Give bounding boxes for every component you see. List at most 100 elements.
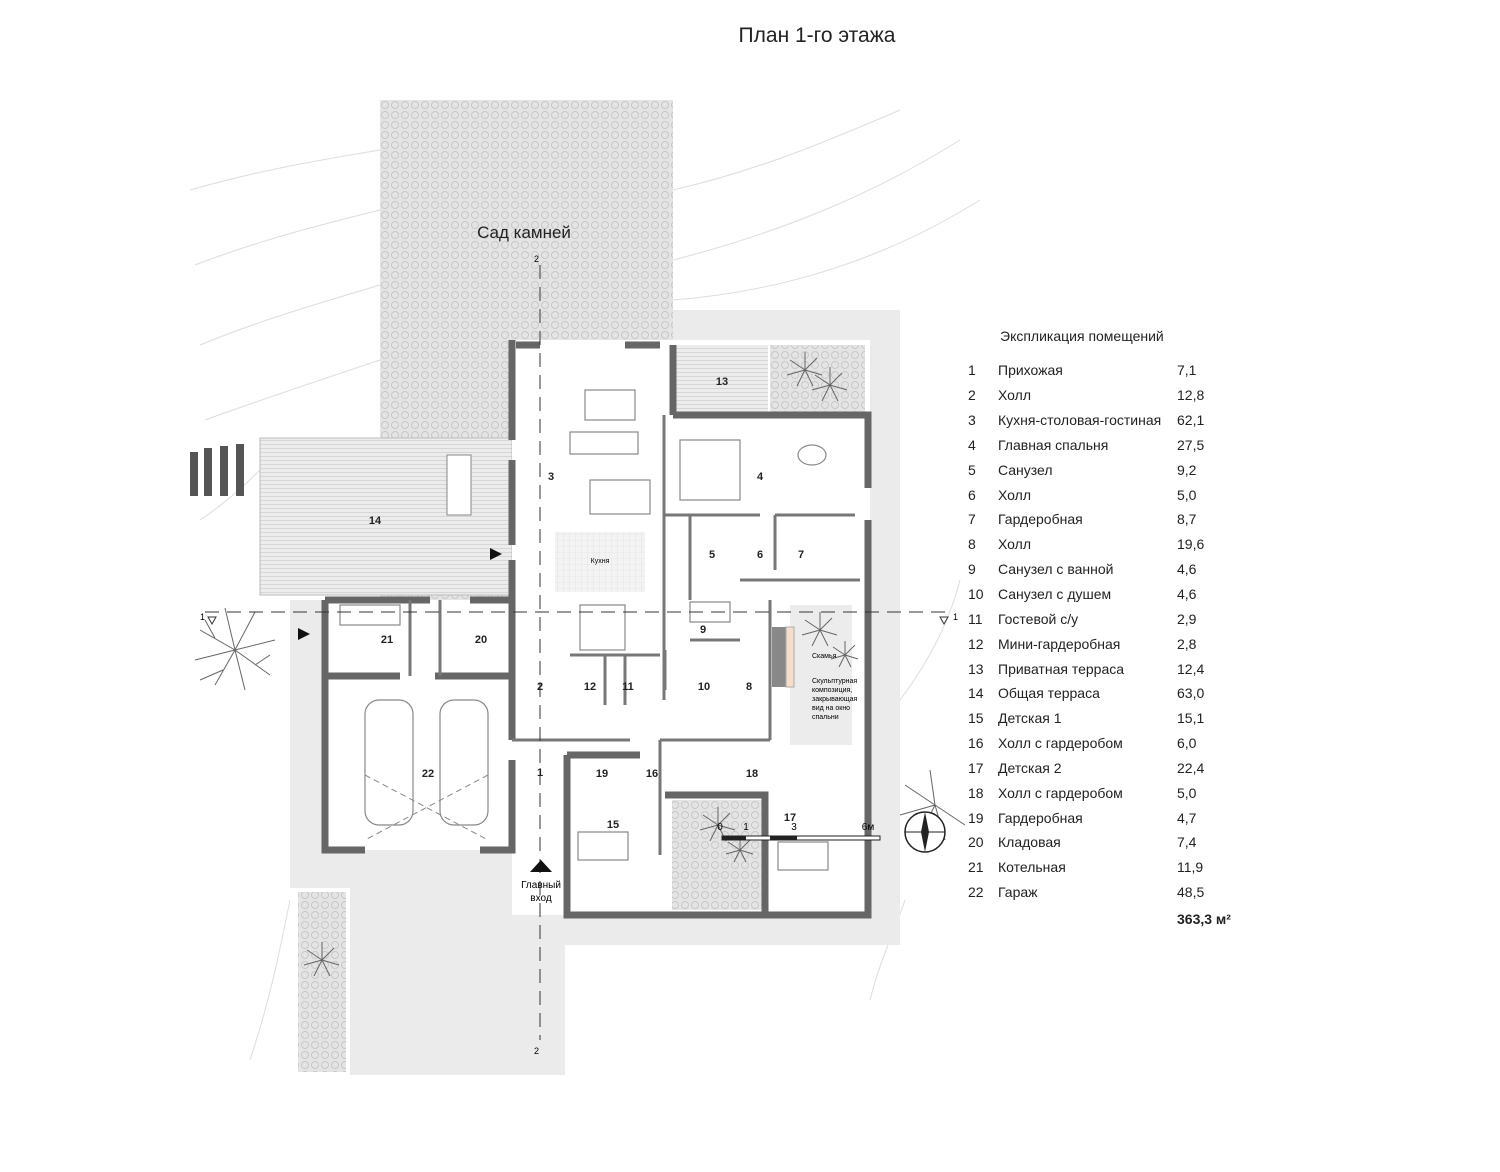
bench-label: Скамья: [812, 653, 837, 660]
patio-garden-3: [790, 605, 852, 745]
legend-total: 363,3 м²: [1177, 910, 1231, 927]
svg-text:17: 17: [784, 812, 796, 824]
legend-area: 15,1: [1177, 710, 1205, 727]
svg-text:композиция,: композиция,: [812, 687, 852, 694]
legend-name: Детская 2: [998, 759, 1062, 776]
patio-garden-1: [770, 345, 865, 415]
sofa: [569, 431, 639, 455]
legend-name: Санузел с душем: [998, 586, 1112, 603]
svg-text:15: 15: [607, 819, 619, 831]
svg-text:18: 18: [746, 768, 758, 780]
dining-table: [589, 479, 651, 515]
legend-name: Гостевой с/у: [998, 610, 1079, 627]
svg-text:11: 11: [622, 681, 634, 693]
svg-text:1: 1: [743, 822, 749, 833]
svg-text:16: 16: [646, 768, 658, 780]
kitchen-label: Кухня: [591, 558, 610, 565]
legend-num: 4: [968, 436, 976, 453]
legend-name: Холл: [998, 486, 1031, 503]
svg-text:5: 5: [709, 549, 715, 561]
legend-name: Гардеробная: [998, 511, 1083, 528]
svg-text:3: 3: [791, 822, 797, 833]
svg-text:Скульптурная: Скульптурная: [812, 678, 857, 685]
sculpture-note: Скульптурная композиция, закрывающая вид…: [812, 678, 858, 721]
legend-name: Кладовая: [998, 834, 1061, 851]
section-arrow-icons: [207, 616, 949, 626]
car-2: [439, 699, 489, 826]
svg-text:10: 10: [698, 681, 710, 693]
legend-num: 9: [968, 561, 976, 578]
svg-text:7: 7: [798, 549, 804, 561]
legend-area: 22,4: [1177, 759, 1205, 776]
svg-text:3: 3: [548, 471, 554, 483]
legend-num: 13: [968, 660, 984, 677]
legend-name: Санузел с ванной: [998, 561, 1114, 578]
room-numbers: 1 2 3 4 5 6 7 8 9 10 11 12 13 14 15 16 1…: [369, 376, 804, 831]
legend-name: Гараж: [998, 884, 1038, 901]
hedge: [298, 892, 346, 1072]
legend-num: 14: [968, 685, 984, 702]
plan-title: План 1-го этажа: [738, 24, 896, 47]
legend-num: 1: [968, 362, 976, 379]
legend-area: 63,0: [1177, 685, 1205, 702]
svg-text:19: 19: [596, 768, 608, 780]
legend-num: 15: [968, 710, 984, 727]
legend-num: 6: [968, 486, 976, 503]
bed-master: [679, 439, 741, 501]
svg-text:21: 21: [381, 634, 393, 646]
svg-text:0: 0: [717, 822, 723, 833]
legend-area: 9,2: [1177, 461, 1197, 478]
kitchen-floor: [555, 532, 645, 592]
legend-area: 2,8: [1177, 635, 1197, 652]
garden-label: Сад камней: [477, 223, 571, 242]
legend-area: 12,4: [1177, 660, 1205, 677]
legend-name: Санузел: [998, 461, 1053, 478]
svg-text:13: 13: [716, 376, 728, 388]
legend-name: Кухня-столовая-гостиная: [998, 412, 1162, 429]
boiler: [339, 604, 401, 626]
legend-name: Холл с гардеробом: [998, 735, 1123, 752]
section-mark-1-right: 1: [953, 612, 958, 622]
legend-header: Экспликация помещений: [1000, 328, 1164, 344]
legend-area: 19,6: [1177, 536, 1205, 553]
legend-area: 2,9: [1177, 610, 1197, 627]
legend-num: 18: [968, 784, 984, 801]
legend-area: 12,8: [1177, 387, 1205, 404]
legend-row: 18 Холл с гардеробом 5,0: [968, 780, 1237, 805]
legend-name: Котельная: [998, 859, 1066, 876]
legend-num: 22: [968, 884, 984, 901]
room-14-terrace: [259, 437, 513, 596]
legend-area: 5,0: [1177, 784, 1197, 801]
dining-table-terrace: [446, 454, 472, 516]
legend-num: 8: [968, 536, 976, 553]
scale-bar: 0 1 3 6м: [717, 822, 881, 841]
terrain-contours: [189, 109, 981, 1061]
partitions: [408, 415, 860, 855]
walls: [321, 340, 872, 919]
legend-num: 2: [968, 387, 976, 404]
legend-num: 7: [968, 511, 976, 528]
legend-area: 27,5: [1177, 436, 1205, 453]
svg-text:6: 6: [757, 549, 763, 561]
legend-name: Холл с гардеробом: [998, 784, 1123, 801]
svg-text:вид на окно: вид на окно: [812, 705, 850, 712]
svg-text:14: 14: [369, 515, 382, 527]
legend-num: 21: [968, 859, 984, 876]
svg-text:9: 9: [700, 624, 706, 636]
legend-area: 6,0: [1177, 735, 1197, 752]
entrance-label-2: вход: [530, 893, 552, 904]
legend-area: 7,1: [1177, 362, 1197, 379]
